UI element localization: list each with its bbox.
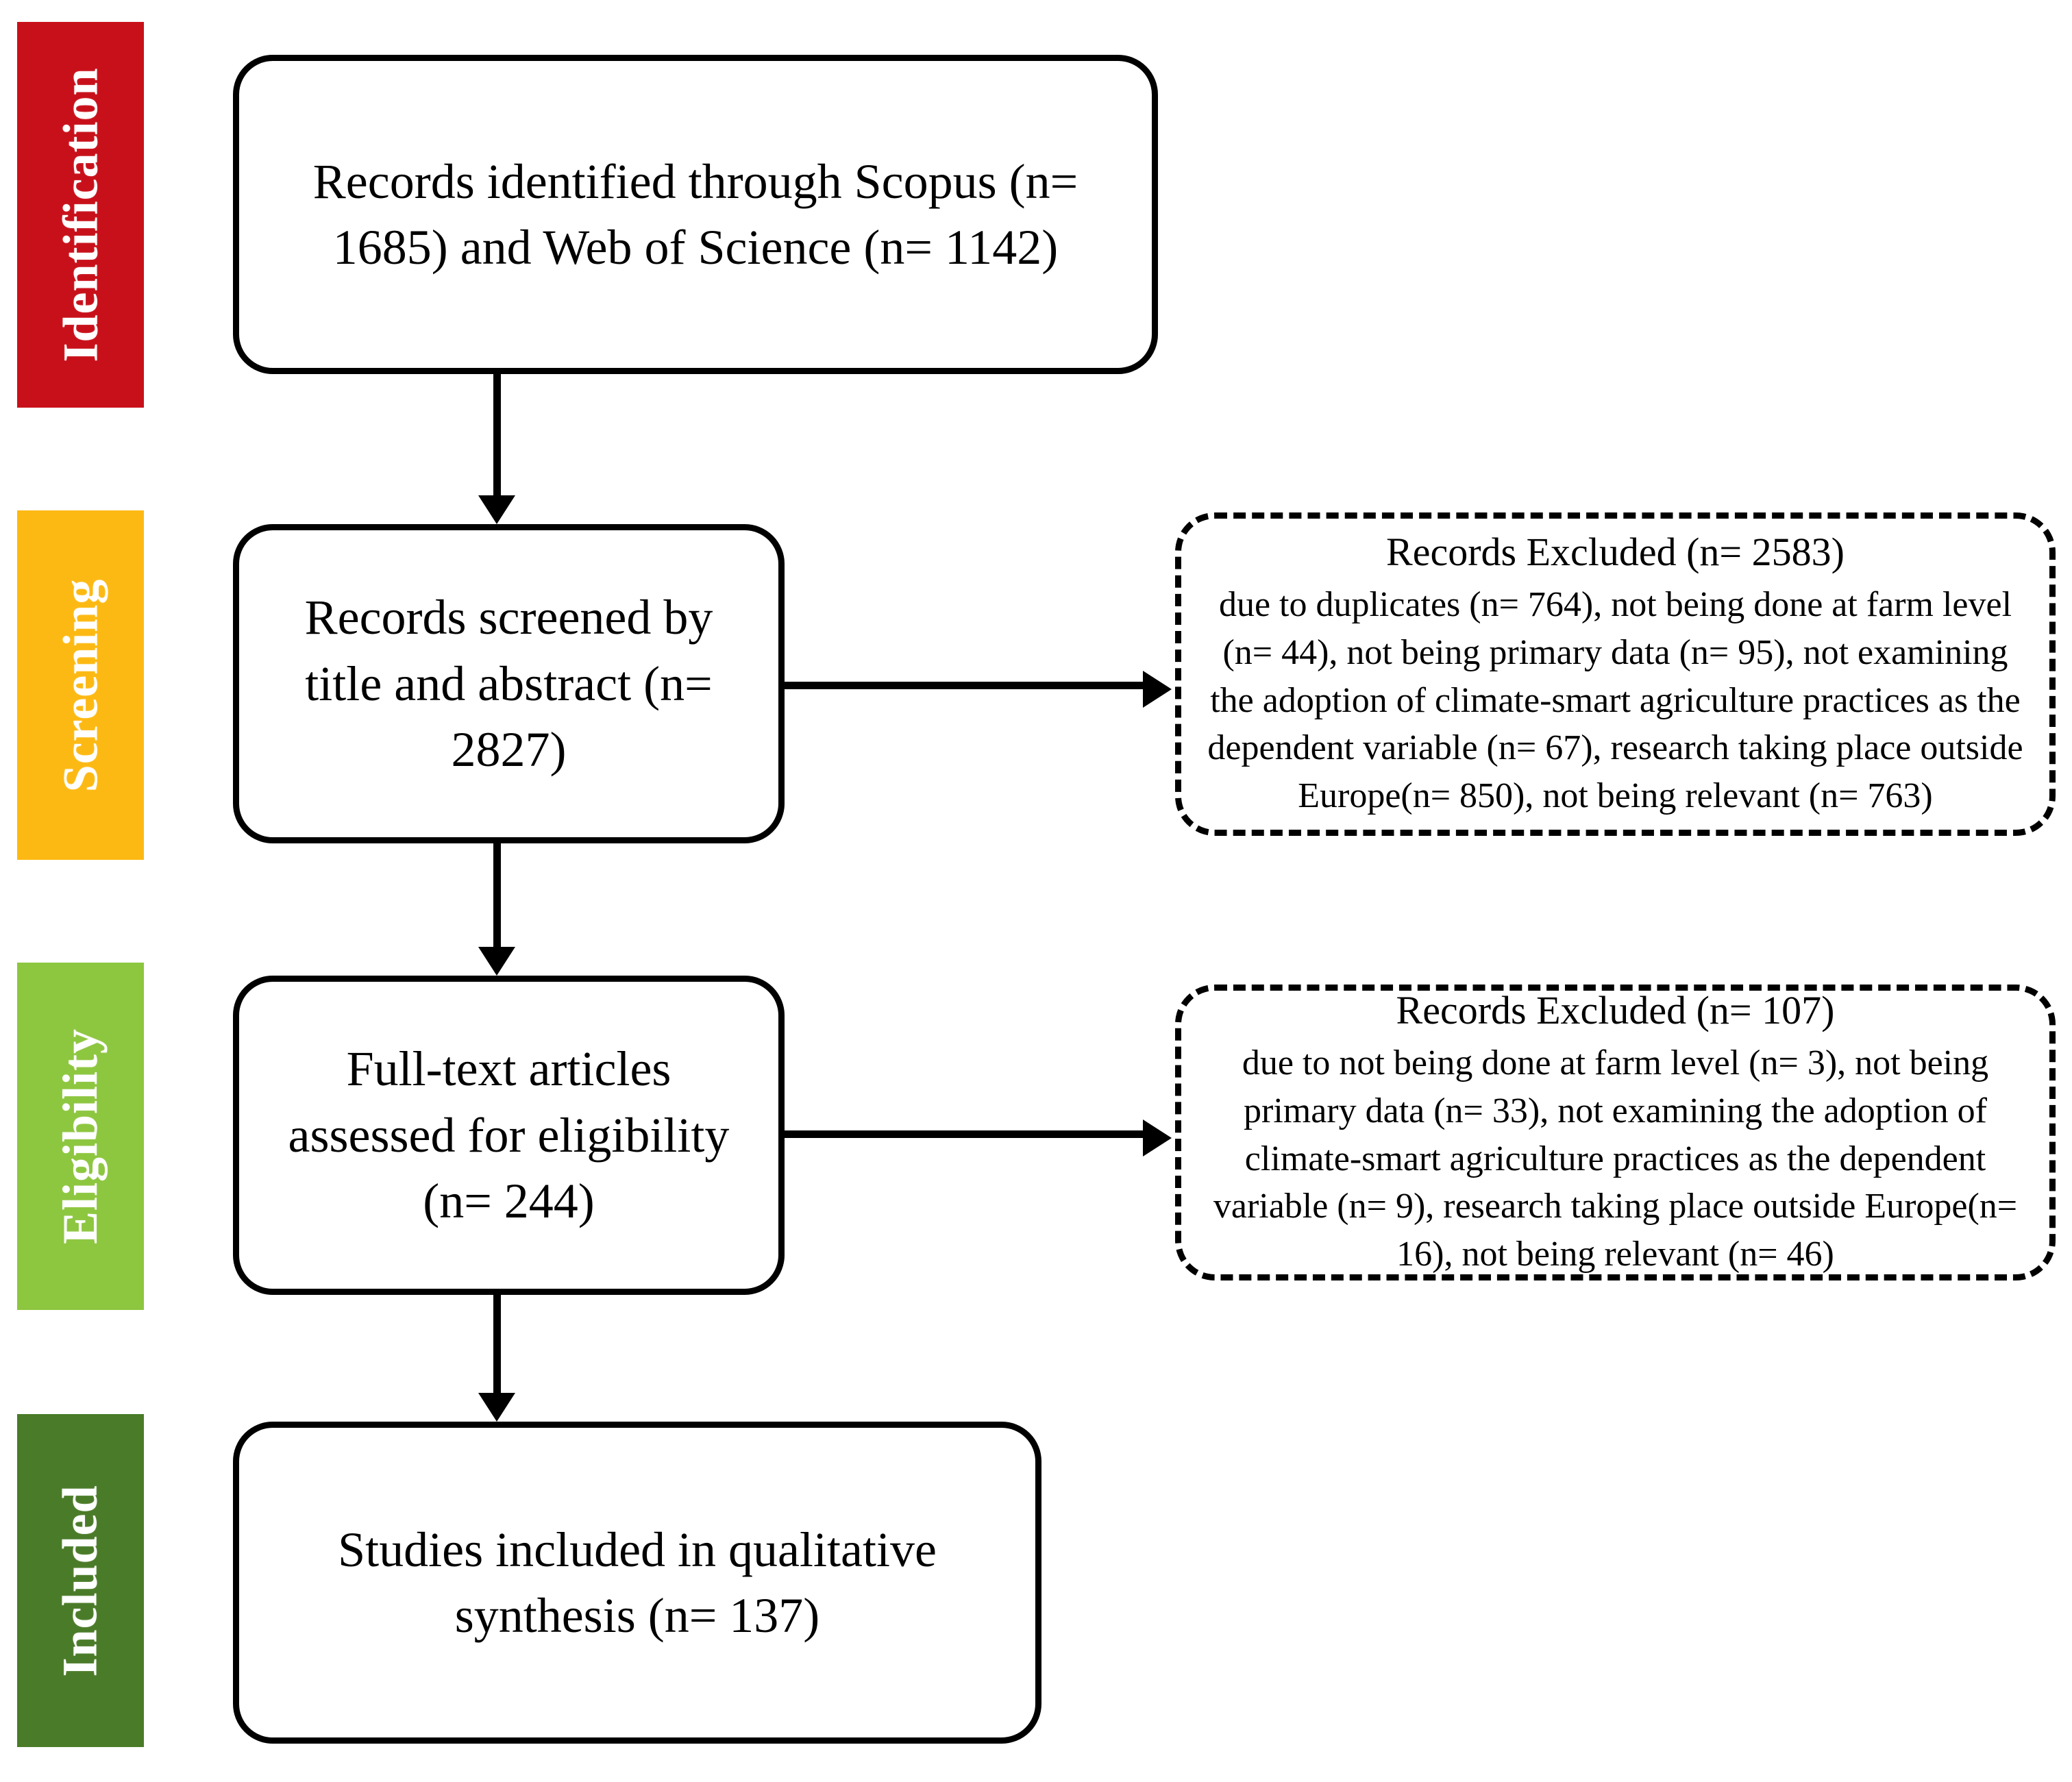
stage-bar-eligibility: Eligibility xyxy=(17,963,144,1310)
arrow-head-down-icon xyxy=(478,495,515,524)
flow-box-records-identified-text: Records identified through Scopus (n= 16… xyxy=(312,153,1078,275)
flow-box-records-screened-text: Records screened by title and abstract (… xyxy=(304,590,713,778)
excluded-box-screening: Records Excluded (n= 2583) due to duplic… xyxy=(1175,512,2056,836)
flow-box-records-identified: Records identified through Scopus (n= 16… xyxy=(233,55,1158,374)
arrow-shaft xyxy=(493,1295,501,1398)
arrow-head-right-icon xyxy=(1143,1119,1172,1156)
stage-bar-included: Included xyxy=(17,1414,144,1747)
arrow-head-right-icon xyxy=(1143,671,1172,708)
excluded-box-eligibility: Records Excluded (n= 107) due to not bei… xyxy=(1175,985,2056,1280)
flow-box-fulltext-assessed: Full-text articles assessed for eligibil… xyxy=(233,976,785,1295)
excluded-box-screening-title: Records Excluded (n= 2583) xyxy=(1386,530,1845,575)
arrow-shaft xyxy=(785,1130,1148,1138)
stage-bar-identification: Identification xyxy=(17,22,144,408)
flow-box-studies-included: Studies included in qualitative synthesi… xyxy=(233,1422,1041,1744)
stage-label-eligibility: Eligibility xyxy=(53,1028,108,1245)
stage-label-screening: Screening xyxy=(53,578,108,792)
excluded-box-screening-body: due to duplicates (n= 764), not being do… xyxy=(1207,585,2023,815)
arrow-shaft xyxy=(493,843,501,950)
arrow-shaft xyxy=(785,682,1148,689)
stage-bar-screening: Screening xyxy=(17,510,144,860)
excluded-box-eligibility-body: due to not being done at farm level (n= … xyxy=(1213,1043,2018,1274)
arrow-shaft xyxy=(493,374,501,501)
excluded-box-eligibility-title: Records Excluded (n= 107) xyxy=(1396,988,1835,1033)
arrow-head-down-icon xyxy=(478,1393,515,1422)
flow-box-studies-included-text: Studies included in qualitative synthesi… xyxy=(338,1522,937,1643)
flow-box-records-screened: Records screened by title and abstract (… xyxy=(233,524,785,843)
arrow-head-down-icon xyxy=(478,947,515,976)
stage-label-identification: Identification xyxy=(53,67,108,362)
stage-label-included: Included xyxy=(53,1484,108,1677)
flow-box-fulltext-assessed-text: Full-text articles assessed for eligibil… xyxy=(288,1041,730,1229)
